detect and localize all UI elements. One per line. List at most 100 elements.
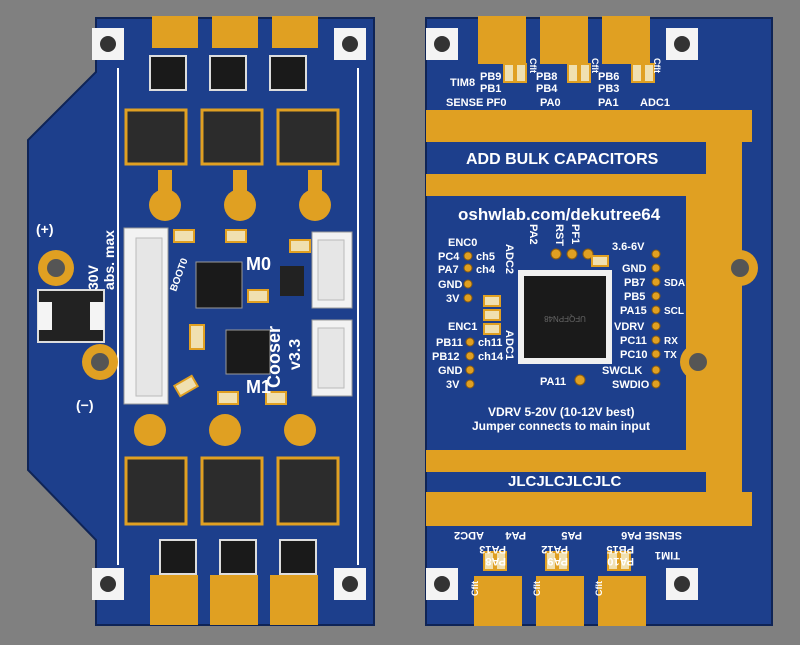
pb6-label: PB6 [598,71,619,83]
front-passives [172,229,311,405]
front-right-connectors [311,231,353,397]
pin-extra-label: RX [664,336,678,347]
pa10-label: PA10 [607,555,634,567]
vdrv-note: VDRV 5-20V (10-12V best) [488,405,635,419]
adc1-rot-label: ADC1 [503,330,515,360]
back-header-pins [463,248,661,389]
front-round-pads-top [149,170,331,221]
pin-extra-label: TX [664,350,677,361]
pin-label: VDRV [614,321,645,333]
front-mosfets-bottom [124,456,340,526]
rst-label: RST [553,224,565,246]
pin-extra-label: SCL [664,306,684,317]
cflt-label: Cflt [532,581,542,596]
pa9-label: PA9 [547,555,568,567]
pin-label: PC10 [620,349,648,361]
url-label: oshwlab.com/dekutree64 [458,205,661,224]
pin-label: 3V [446,293,460,305]
front-motor-pads [150,16,318,625]
back-power-traces [426,110,752,526]
back-bottom-pads [474,576,646,626]
pin-label: GND [622,263,647,275]
power-minus-label: (−) [76,397,94,413]
pb8-label: PB8 [536,71,557,83]
pin-label: PB11 [436,337,463,349]
brand-label: Cooser [264,326,284,388]
cflt-label: Cflt [590,58,600,73]
cflt-label: Cflt [652,58,662,73]
pa2-label: PA2 [527,224,539,245]
tim1-label: TIM1 [655,549,680,561]
tim8-label: TIM8 [450,77,475,89]
front-driver-chips-top [149,55,307,91]
add-bulk-capacitors-label: ADD BULK CAPACITORS [466,151,659,168]
enc0-label: ENC0 [448,237,477,249]
pin-label: SWDIO [612,379,650,391]
cflt-label: Cflt [470,581,480,596]
voltage-rating-line2: abs. max [101,230,117,290]
mcu-marking: UFQFPN48 [544,314,586,323]
pin-label: GND [438,365,463,377]
front-mount-holes [92,28,366,600]
m0-label: M0 [246,254,271,274]
back-top-pads [478,16,650,64]
pa1-label: PA1 [598,97,619,109]
jumper-note: Jumper connects to main input [472,419,650,433]
pb1-label: PB1 [480,83,501,95]
adc2-bottom-label: ADC2 [454,529,484,541]
back-passives [483,63,655,571]
pa8-label: PA8 [485,555,506,567]
boot0-connector [123,227,169,405]
pin-label: PB7 [624,277,645,289]
adc1-top-label: ADC1 [640,97,670,109]
pb9-label: PB9 [480,71,501,83]
channel-label: ch5 [476,251,495,263]
cflt-label: Cflt [594,581,604,596]
adc2-rot-label: ADC2 [503,244,515,274]
pa12-label: PA12 [541,543,568,555]
pin-label: PB12 [432,351,460,363]
pin-label: PA15 [620,305,647,317]
back-board: UFQFPN48 TIM8 PB9 PB1 PB8 PB4 [425,16,773,626]
left-pin-labels-b: PB11 ch11 PB12 ch14 GND 3V [432,337,504,391]
front-mosfets-top [124,108,340,166]
right-pin-labels: 3.6-6V GND PB7 SDA PB5 PA15 SCL VDRV PC1… [602,241,685,391]
pin-label: PC11 [620,335,647,347]
front-round-pads-bottom [134,414,316,446]
sense-pa6-label: SENSE PA6 [621,529,682,541]
pin-label: PB5 [624,291,645,303]
left-pin-labels-a: PC4 ch5 PA7 ch4 GND 3V [438,251,496,305]
front-center-chips [195,261,304,375]
pb15-label: PB15 [606,543,634,555]
pin-label: GND [438,279,463,291]
pa0-label: PA0 [540,97,561,109]
front-board: (+) (−) 30V abs. max BOOT0 M0 M1 Cooser … [27,16,375,626]
jlc-label: JLCJLCJLCJLC [508,473,622,490]
pin-label: 3.6-6V [612,241,645,253]
front-driver-chips-bottom [159,539,317,575]
pb3-label: PB3 [598,83,619,95]
pa4-label: PA4 [505,529,526,541]
channel-label: ch14 [478,351,504,363]
power-plus-label: (+) [36,221,54,237]
pin-label: PC4 [438,251,460,263]
pa11-label: PA11 [540,376,566,388]
sense-pf0-label: SENSE PF0 [446,97,507,109]
voltage-rating-line1: 30V [85,264,101,290]
pb4-label: PB4 [536,83,558,95]
channel-label: ch11 [478,337,502,349]
back-mount-holes [426,28,758,600]
pa5-label: PA5 [561,529,582,541]
front-power-section [37,250,118,380]
channel-label: ch4 [476,264,496,276]
enc1-label: ENC1 [448,321,477,333]
mcu-chip: UFQFPN48 [518,270,612,364]
version-label: v3.3 [287,339,304,370]
pin-extra-label: SDA [664,278,685,289]
pin-label: PA7 [438,264,459,276]
pin-label: SWCLK [602,365,642,377]
pa13-label: PA13 [479,543,506,555]
cflt-label: Cflt [528,58,538,73]
